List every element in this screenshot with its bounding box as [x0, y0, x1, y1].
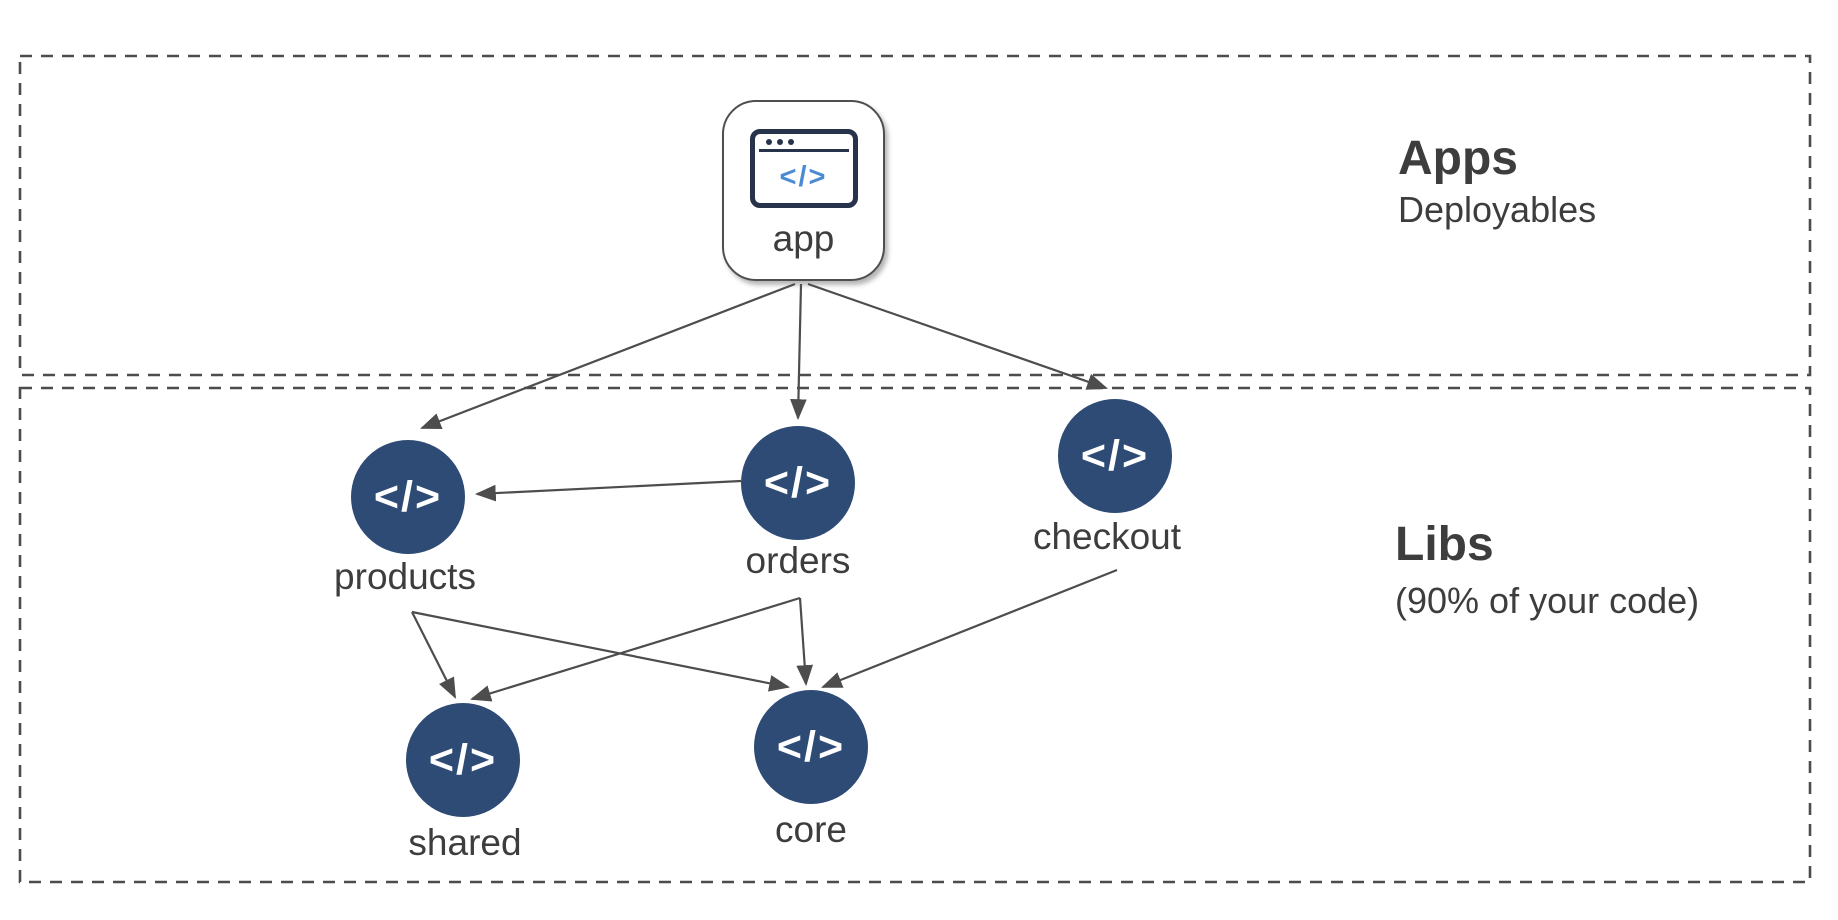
code-icon: </>: [763, 458, 833, 507]
browser-topbar: [758, 134, 849, 152]
node-app-label: app: [772, 218, 835, 259]
node-checkout: </>: [1058, 399, 1172, 513]
edge-orders-products: [474, 479, 742, 502]
node-core-label: core: [775, 809, 847, 850]
node-shared-label: shared: [408, 822, 522, 863]
libs-section-title: Libs: [1395, 518, 1494, 571]
code-icon: </>: [373, 472, 443, 521]
node-products: </>: [351, 440, 465, 554]
code-glyph: </>: [779, 161, 828, 193]
edge-app-orders: [790, 283, 807, 421]
node-checkout-label: checkout: [1032, 516, 1182, 557]
browser-dot-icon: [765, 139, 772, 145]
node-core: </>: [754, 690, 868, 804]
edge-products-shared: [411, 611, 456, 699]
code-icon: </>: [1080, 431, 1150, 480]
libs-zone-border: [18, 386, 1812, 884]
edge-app-products: [420, 282, 796, 430]
edge-orders-shared: [470, 596, 801, 702]
apps-section-title: Apps: [1398, 132, 1518, 185]
apps-zone-border: [18, 54, 1812, 377]
apps-section-subtitle: Deployables: [1398, 189, 1597, 230]
node-app: </> app: [722, 100, 885, 281]
edge-products-core: [411, 610, 791, 692]
node-products-label: products: [334, 556, 476, 597]
node-orders-label: orders: [745, 540, 851, 581]
edge-orders-core: [796, 597, 814, 687]
node-orders: </>: [741, 426, 855, 540]
node-shared: </>: [406, 703, 520, 817]
code-icon: </>: [776, 722, 846, 771]
browser-dot-icon: [776, 139, 783, 145]
edge-app-checkout: [807, 282, 1108, 390]
code-icon: </>: [428, 735, 498, 784]
edge-checkout-core: [821, 568, 1118, 689]
libs-section-subtitle: (90% of your code): [1395, 580, 1700, 621]
browser-dot-icon: [787, 139, 794, 145]
browser-window-icon: </>: [749, 129, 858, 208]
